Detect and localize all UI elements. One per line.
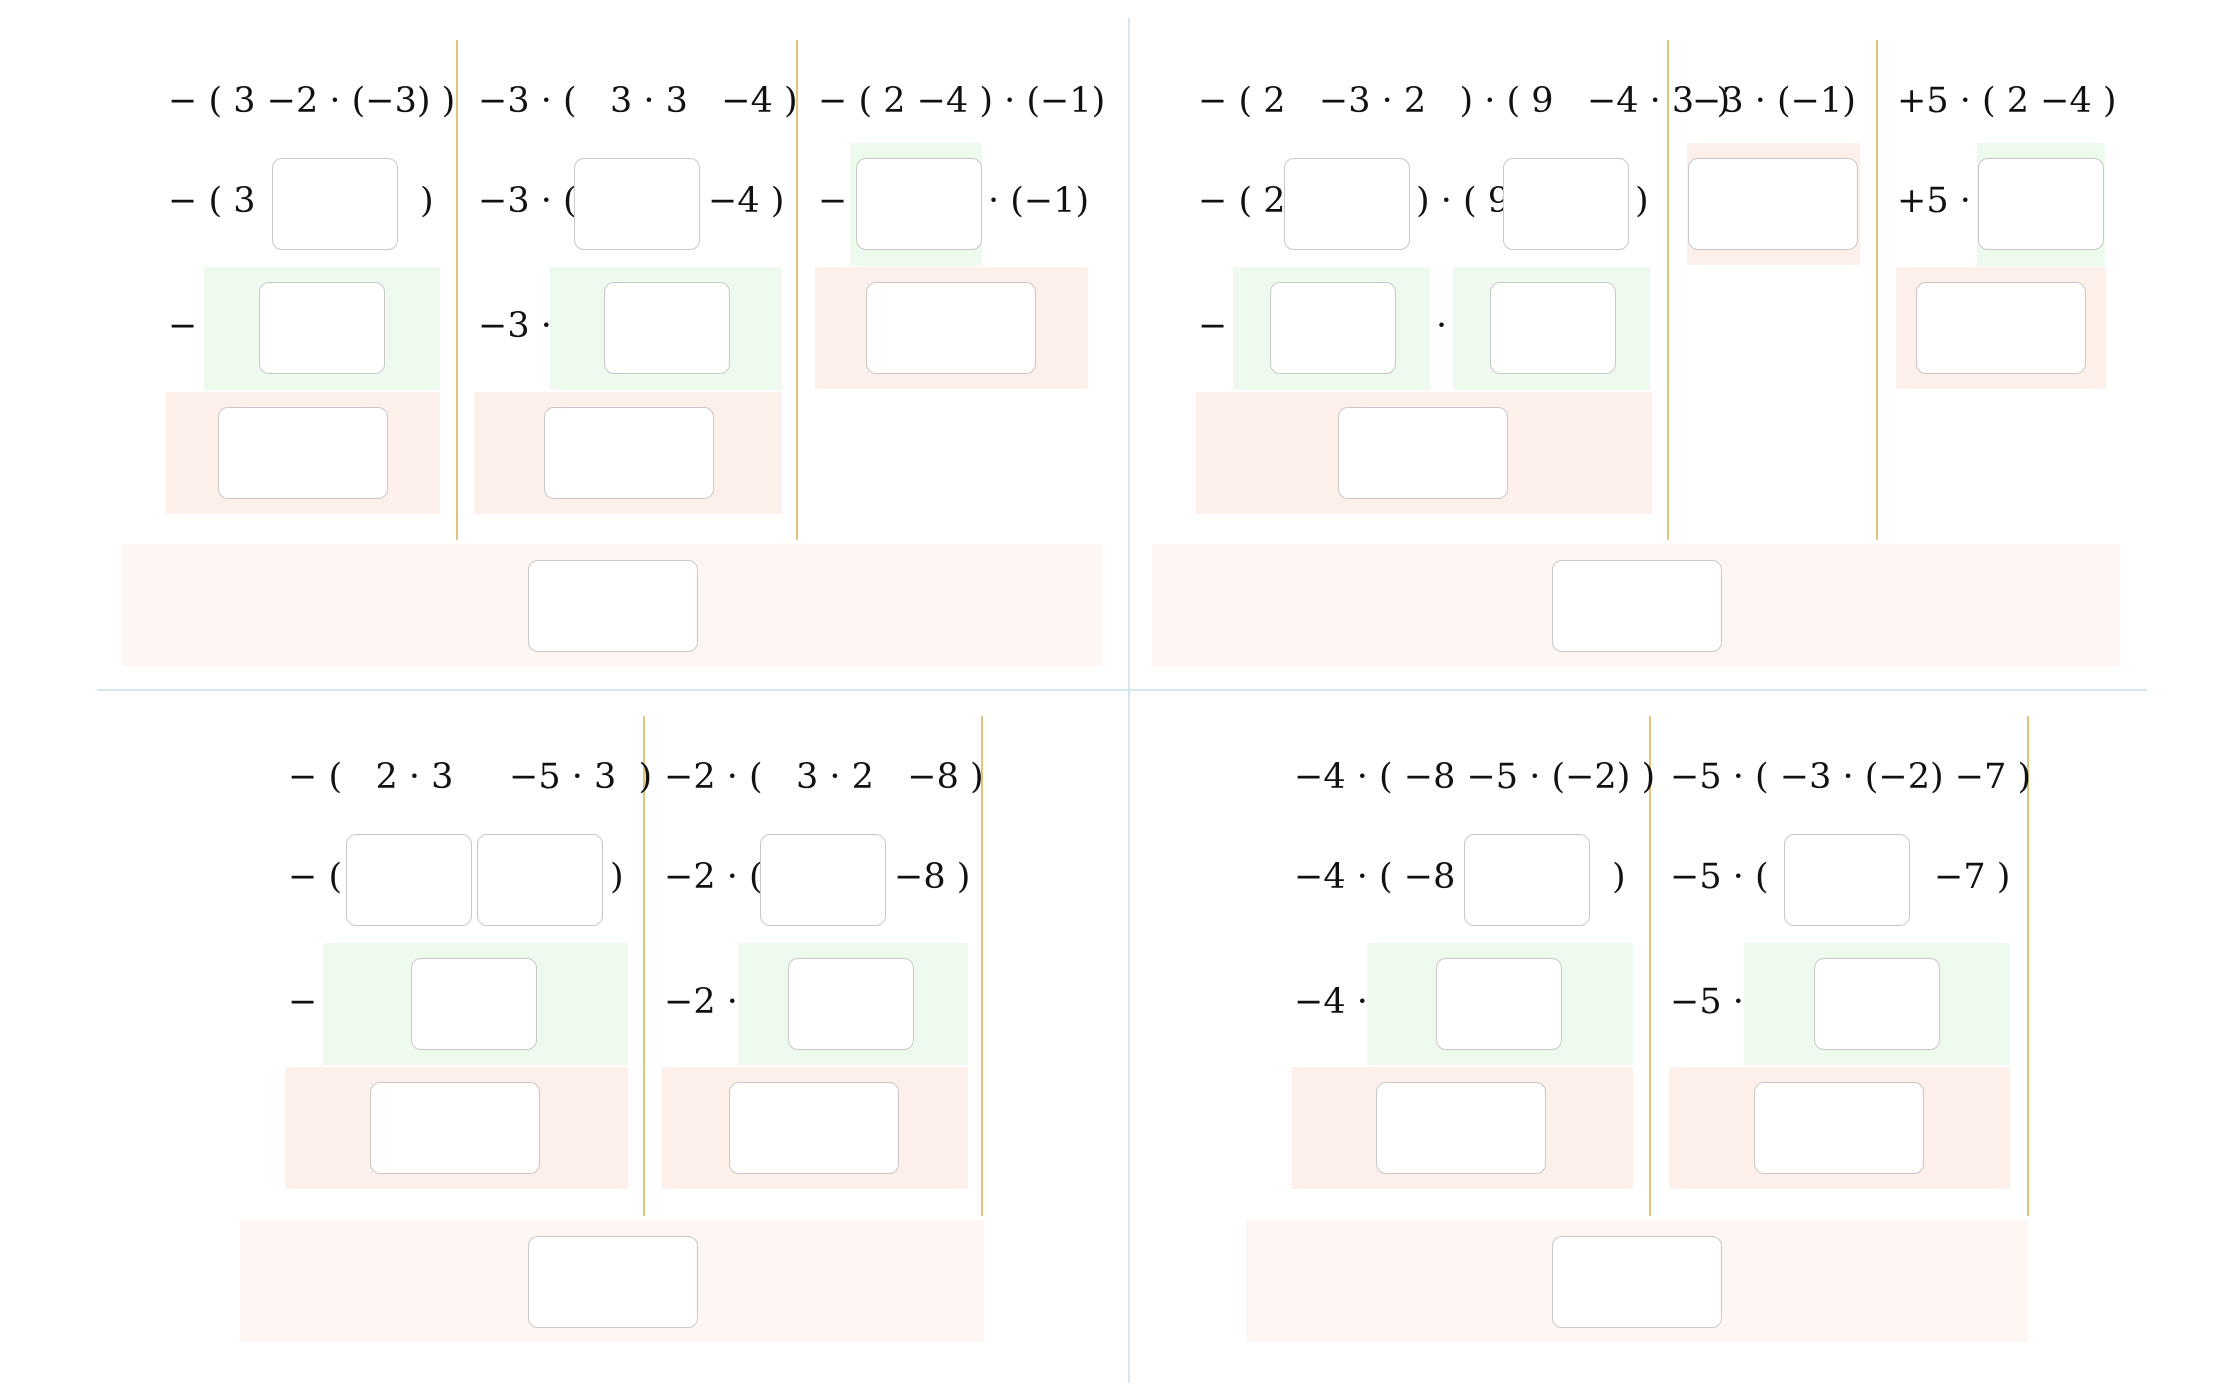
answer-input[interactable] [574, 158, 700, 250]
answer-input[interactable] [1814, 958, 1940, 1050]
expression: −2 · ( 3 · 2 −8 ) [664, 757, 984, 797]
answer-input[interactable] [1784, 834, 1910, 926]
expression: −5 · ( −3 · (−2) −7 ) [1670, 757, 2032, 797]
final-answer-input[interactable] [1552, 560, 1722, 652]
expression: − ( 3 −2 · (−3) ) [168, 81, 456, 121]
expression-prefix: −3 · [478, 306, 552, 346]
answer-input[interactable] [259, 282, 385, 374]
answer-input[interactable] [604, 282, 730, 374]
answer-input[interactable] [1376, 1082, 1546, 1174]
answer-input[interactable] [1284, 158, 1410, 250]
answer-input[interactable] [1436, 958, 1562, 1050]
column-separator [796, 40, 798, 540]
answer-input[interactable] [760, 834, 886, 926]
expression-prefix: −4 · [1294, 982, 1368, 1022]
column-separator [456, 40, 458, 540]
answer-input[interactable] [788, 958, 914, 1050]
expression: − ( 2 · 3 −5 · 3 ) [288, 757, 653, 797]
expression: +5 · ( 2 −4 ) [1897, 81, 2117, 121]
final-answer-input[interactable] [528, 1236, 698, 1328]
column-separator [1667, 40, 1669, 540]
expression-suffix: ) [420, 181, 434, 221]
answer-input[interactable] [1916, 282, 2086, 374]
expression-middle: ) · ( 9 [1416, 181, 1511, 221]
expression-prefix: − [1198, 306, 1228, 346]
quadrant-divider-vertical [1128, 18, 1130, 1383]
column-separator [1649, 716, 1651, 1216]
expression-prefix: −5 · [1670, 982, 1744, 1022]
expression-suffix: ) [610, 857, 624, 897]
answer-input[interactable] [411, 958, 537, 1050]
answer-input[interactable] [1503, 158, 1629, 250]
answer-input[interactable] [1978, 158, 2104, 250]
expression-suffix: −7 ) [1934, 857, 2011, 897]
expression-suffix: ) [1635, 181, 1649, 221]
answer-input[interactable] [1688, 158, 1858, 250]
column-separator [981, 716, 983, 1216]
expression-suffix: · (−1) [988, 181, 1090, 221]
column-separator [1876, 40, 1878, 540]
answer-input[interactable] [346, 834, 472, 926]
expression-prefix: −2 · ( [664, 857, 763, 897]
expression: −4 · ( −8 −5 · (−2) ) [1294, 757, 1656, 797]
expression-suffix: −4 ) [708, 181, 785, 221]
expression: −3 · (−1) [1692, 81, 1856, 121]
column-separator [2027, 716, 2029, 1216]
answer-input[interactable] [218, 407, 388, 499]
answer-input[interactable] [1270, 282, 1396, 374]
answer-input[interactable] [477, 834, 603, 926]
expression-prefix: − [168, 306, 198, 346]
answer-input[interactable] [729, 1082, 899, 1174]
expression: − ( 2 −4 ) · (−1) [818, 81, 1106, 121]
final-answer-input[interactable] [528, 560, 698, 652]
expression-prefix: − [818, 181, 848, 221]
expression-suffix: ) [1612, 857, 1626, 897]
answer-input[interactable] [866, 282, 1036, 374]
answer-input[interactable] [1338, 407, 1508, 499]
expression-prefix: − [288, 982, 318, 1022]
expression-suffix: −8 ) [894, 857, 971, 897]
column-separator [643, 716, 645, 1216]
expression-prefix: −2 · [664, 982, 738, 1022]
quadrant-divider-horizontal [97, 689, 2147, 691]
expression-prefix: − ( [288, 857, 343, 897]
multiplication-dot: · [1436, 306, 1448, 346]
answer-input[interactable] [1754, 1082, 1924, 1174]
expression-prefix: −5 · ( [1670, 857, 1769, 897]
answer-input[interactable] [544, 407, 714, 499]
answer-input[interactable] [1490, 282, 1616, 374]
expression-prefix: −3 · ( [478, 181, 577, 221]
answer-input[interactable] [1464, 834, 1590, 926]
answer-input[interactable] [272, 158, 398, 250]
expression-prefix: − ( 2 [1198, 181, 1286, 221]
final-answer-input[interactable] [1552, 1236, 1722, 1328]
expression: −3 · ( 3 · 3 −4 ) [478, 81, 798, 121]
expression-prefix: −4 · ( −8 [1294, 857, 1456, 897]
expression-prefix: − ( 3 [168, 181, 256, 221]
expression: − ( 2 −3 · 2 ) · ( 9 −4 · 3 ) [1198, 81, 1731, 121]
expression-prefix: +5 · [1897, 181, 1971, 221]
answer-input[interactable] [856, 158, 982, 250]
answer-input[interactable] [370, 1082, 540, 1174]
